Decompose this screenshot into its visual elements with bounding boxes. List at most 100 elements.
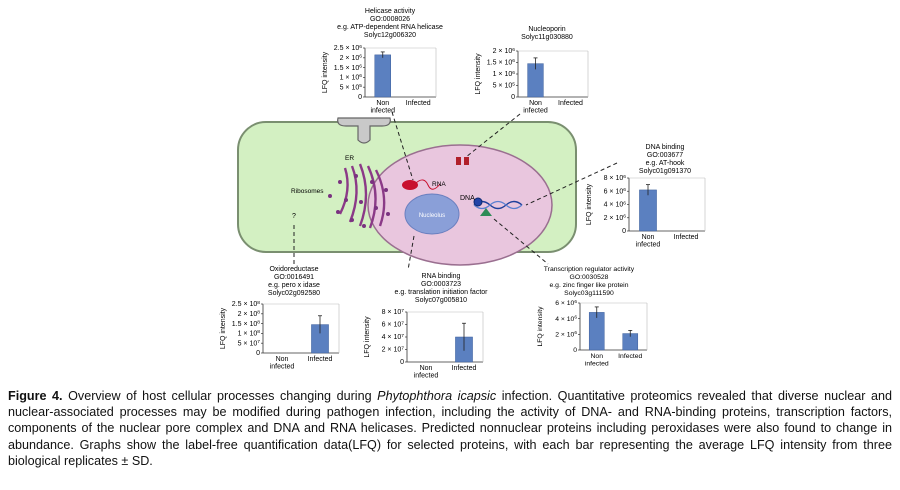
category-label: Non bbox=[376, 100, 389, 107]
caption-text-part-2: infection. Quantitative proteomics revea… bbox=[8, 389, 892, 468]
y-axis-label: LFQ intensity bbox=[364, 316, 371, 358]
nuclear-pore bbox=[456, 157, 469, 165]
dna-strand bbox=[473, 197, 523, 216]
y-tick-label: 5 × 105 bbox=[340, 83, 363, 91]
category-label: Non bbox=[591, 353, 604, 360]
y-tick-label: 4 × 107 bbox=[382, 333, 405, 341]
ribosome-label: Ribosomes bbox=[291, 188, 324, 195]
bar-non-infected bbox=[588, 312, 605, 351]
chart-title-line: GO:0003723 bbox=[421, 281, 461, 288]
category-label: Non bbox=[642, 234, 655, 241]
y-tick-label: 1.5 × 106 bbox=[487, 58, 516, 66]
y-tick-label: 1 × 106 bbox=[493, 70, 516, 78]
chart-title-line: Solyc03g111590 bbox=[564, 290, 614, 297]
unknown-mark: ? bbox=[292, 213, 296, 220]
y-tick-label: 6 × 107 bbox=[382, 320, 405, 328]
y-axis-label: LFQ intensity bbox=[586, 183, 593, 225]
y-tick-label: 2 × 106 bbox=[340, 54, 363, 62]
y-tick-label: 8 × 106 bbox=[604, 174, 627, 182]
bar-non-infected bbox=[639, 189, 657, 232]
category-label: Infected bbox=[308, 356, 333, 363]
y-tick-label: 1.5 × 106 bbox=[334, 63, 363, 71]
y-tick-label: 0 bbox=[573, 347, 577, 354]
chart-title-line: Solyc02g092580 bbox=[268, 290, 320, 297]
category-label: infected bbox=[270, 364, 295, 371]
y-tick-label: 2 × 108 bbox=[238, 310, 261, 318]
y-tick-label: 1.5 × 108 bbox=[232, 319, 261, 327]
category-label: Non bbox=[420, 365, 433, 372]
y-tick-label: 0 bbox=[622, 228, 626, 235]
chart-title-line: Helicase activity bbox=[365, 8, 416, 15]
y-tick-label: 4 × 106 bbox=[604, 200, 627, 208]
y-tick-label: 6 × 106 bbox=[604, 187, 627, 195]
category-label: infected bbox=[370, 108, 395, 115]
category-label: infected bbox=[523, 108, 548, 115]
y-tick-label: 5 × 105 bbox=[493, 81, 516, 89]
y-tick-label: 2.5 × 106 bbox=[334, 44, 363, 52]
chart-title-line: Transcription regulator activity bbox=[544, 266, 635, 273]
y-tick-label: 1 × 106 bbox=[340, 73, 363, 81]
chart-title-line: GO:0030528 bbox=[570, 274, 609, 281]
y-axis-label: LFQ intensity bbox=[537, 306, 544, 347]
y-tick-label: 2 × 107 bbox=[382, 345, 405, 353]
caption-text-part-1: Overview of host cellular processes chan… bbox=[62, 389, 378, 403]
y-tick-label: 0 bbox=[400, 359, 404, 366]
y-axis-label: LFQ intensity bbox=[220, 307, 227, 349]
category-label: Infected bbox=[618, 353, 642, 360]
category-label: infected bbox=[636, 242, 661, 249]
chart-title-line: DNA binding bbox=[646, 144, 685, 151]
category-label: Infected bbox=[674, 234, 699, 241]
y-tick-label: 6 × 106 bbox=[555, 299, 577, 307]
chart-title-line: GO:0008026 bbox=[370, 16, 410, 23]
ribosomes bbox=[328, 174, 390, 228]
y-tick-label: 8 × 107 bbox=[382, 308, 405, 316]
caption-pathogen-name: Phytophthora icapsic bbox=[377, 389, 497, 403]
rna-label: RNA bbox=[432, 181, 446, 188]
chart-title-line: e.g. translation initiation factor bbox=[395, 289, 489, 296]
y-tick-label: 2.5 × 108 bbox=[232, 300, 261, 308]
y-tick-label: 2 × 106 bbox=[555, 330, 577, 338]
chart-title-line: e.g. AT-hook bbox=[646, 160, 685, 167]
y-tick-label: 1 × 108 bbox=[238, 329, 261, 337]
category-label: infected bbox=[414, 373, 439, 380]
chart-title-line: RNA binding bbox=[422, 273, 461, 280]
y-tick-label: 5 × 107 bbox=[238, 339, 261, 347]
category-label: Non bbox=[529, 100, 542, 107]
endoplasmic-reticulum bbox=[338, 163, 386, 229]
caption-figure-label: Figure 4. bbox=[8, 389, 63, 403]
chart-title-line: e.g. pero x idase bbox=[268, 282, 320, 289]
nucleolus-label: Nucleolus bbox=[419, 213, 445, 219]
y-tick-label: 0 bbox=[511, 94, 515, 101]
chart-title-line: Solyc01g091370 bbox=[639, 168, 691, 175]
chart-title-line: Solyc07g005810 bbox=[415, 297, 467, 304]
chart-title-line: Oxidoreductase bbox=[269, 266, 318, 273]
chart-title-line: Solyc12g006320 bbox=[364, 32, 416, 39]
category-label: Non bbox=[276, 356, 289, 363]
y-tick-label: 4 × 106 bbox=[555, 314, 577, 322]
category-label: Infected bbox=[558, 100, 583, 107]
er-label: ER bbox=[345, 155, 354, 162]
rna-helicase-complex bbox=[402, 179, 441, 190]
chart-title-line: Nucleoporin bbox=[528, 26, 565, 33]
y-axis-label: LFQ intensity bbox=[322, 51, 329, 93]
chart-title-line: e.g. zinc finger like protein bbox=[550, 282, 629, 289]
chart-title-line: Solyc11g030880 bbox=[521, 34, 573, 41]
nucleus bbox=[367, 144, 553, 266]
membrane-receptor bbox=[337, 117, 391, 144]
nucleolus bbox=[404, 193, 460, 235]
leader-lines bbox=[293, 111, 618, 271]
y-tick-label: 0 bbox=[256, 350, 260, 357]
bar-non-infected bbox=[374, 54, 391, 98]
category-label: infected bbox=[585, 361, 609, 368]
figure-caption: Figure 4. Overview of host cellular proc… bbox=[8, 388, 892, 469]
cell-diagram: Nucleolus ER Ribosomes RNA bbox=[237, 117, 577, 266]
category-label: Infected bbox=[406, 100, 431, 107]
chart-title-line: GO:0016491 bbox=[274, 274, 314, 281]
figure-overview: Nucleolus ER Ribosomes RNA bbox=[220, 8, 706, 380]
y-axis-label: LFQ intensity bbox=[475, 53, 482, 95]
